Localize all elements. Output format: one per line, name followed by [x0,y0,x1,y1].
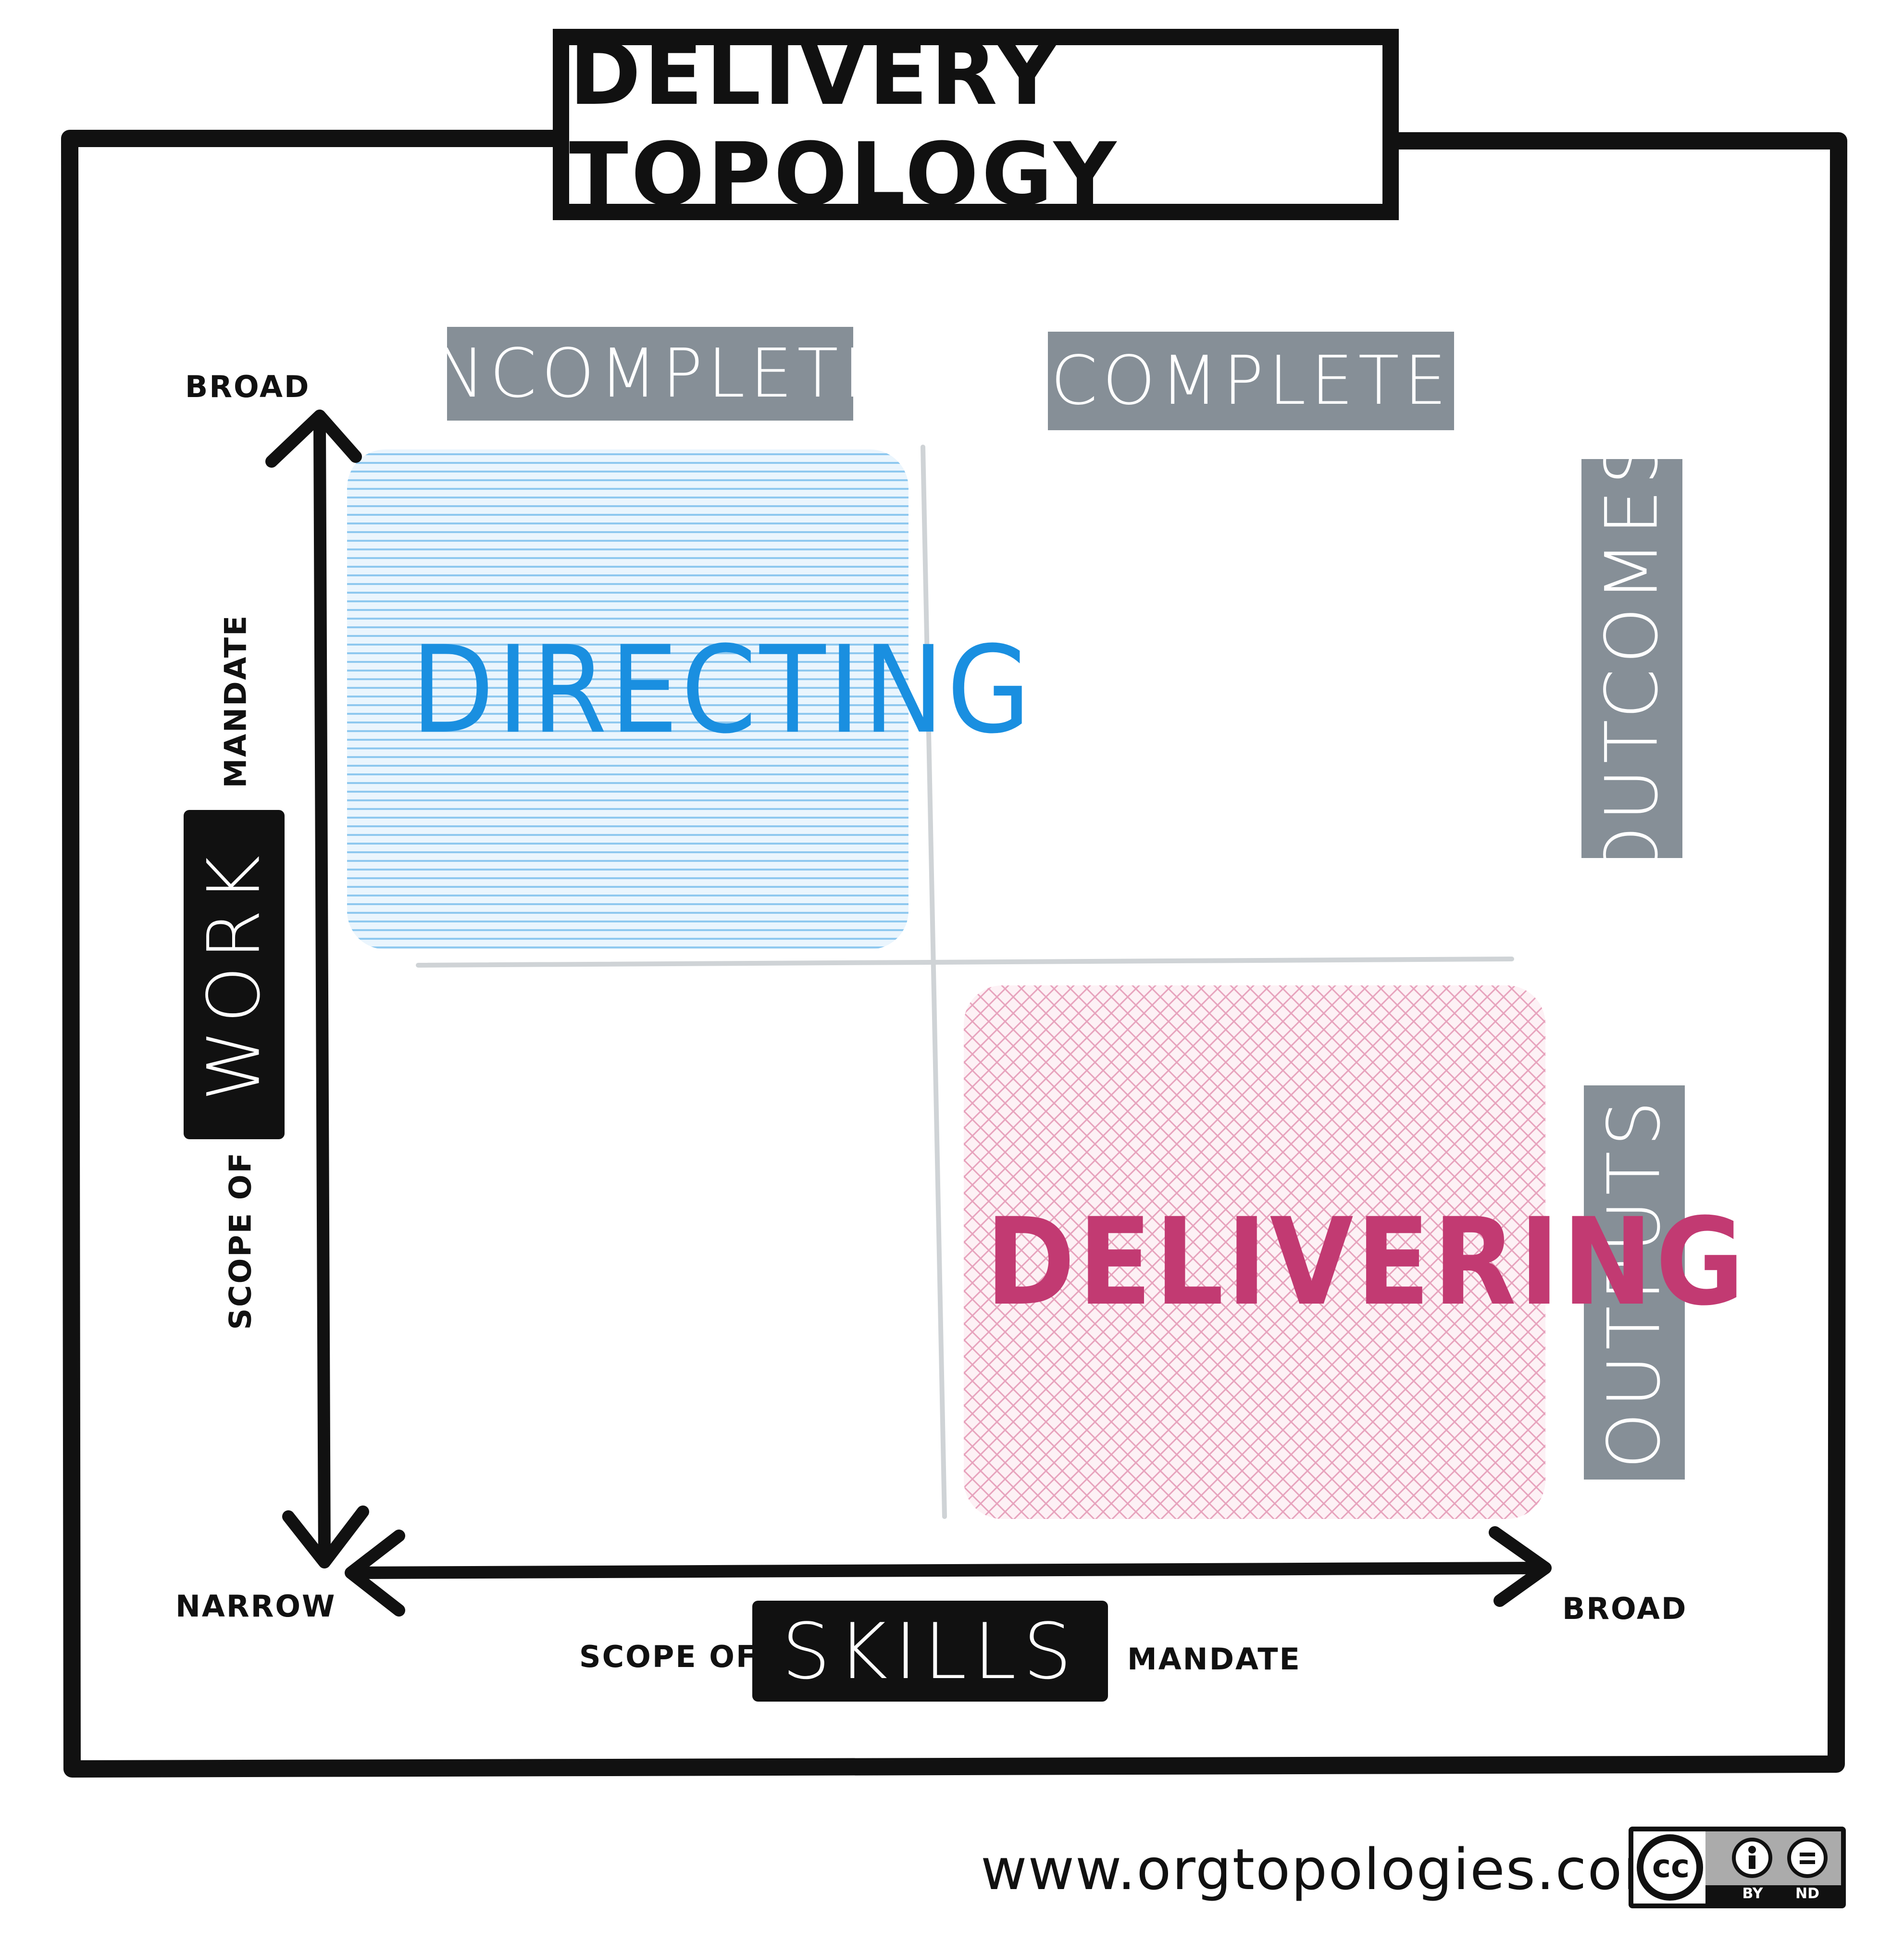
delivering-quadrant-fill [964,985,1545,1519]
row-tag-outcomes-label: OUTCOMES [1590,434,1674,883]
x-axis-line [347,1562,1549,1579]
cc-license-icon [1633,1831,1841,1904]
y-axis-highlight-label: WORK [192,848,276,1101]
x-axis-suffix-label: MANDATE [1127,1642,1301,1677]
y-axis-arrow-top-icon [265,410,362,468]
vertical-divider [921,445,947,1519]
y-axis-line [313,419,331,1566]
row-tag-outputs: OUTPUTS [1584,1085,1685,1480]
y-axis-prefix-label: SCOPE OF [223,1151,258,1330]
column-tag-incomplete-label: INCOMPLETE [410,335,891,413]
column-tag-incomplete: INCOMPLETE [410,327,885,421]
x-axis-arrow-left-icon [345,1530,405,1617]
directing-label: DIRECTING [411,620,1034,760]
footer-url-link[interactable]: www.orgtopologies.com [981,1836,1680,1903]
row-tag-outcomes: OUTCOMES [1581,435,1682,883]
y-axis-suffix-label: MANDATE [218,614,253,788]
y-axis-highlight-tag: WORK [184,810,285,1139]
directing-quadrant-fill [347,449,908,949]
column-tag-complete-label: COMPLETE [1050,342,1452,420]
y-axis-top-label: BROAD [185,369,311,404]
x-axis-right-label: BROAD [1562,1591,1688,1626]
y-axis-arrow-bottom-icon [282,1506,369,1568]
horizontal-divider [416,957,1514,968]
by-label: BY [1742,1885,1763,1902]
page-title: DELIVERY TOPOLOGY [569,24,1120,225]
delivering-label: DELIVERING [985,1192,1747,1332]
x-axis-arrow-right-icon [1489,1526,1552,1607]
column-tag-complete: COMPLETE [1048,332,1454,430]
title-box: DELIVERY TOPOLOGY [553,24,1399,225]
outer-frame [61,130,1847,1778]
cc-label: cc [1652,1848,1690,1885]
x-axis-highlight-tag: SKILLS [752,1601,1108,1702]
nd-label: ND [1795,1885,1819,1902]
x-axis-prefix-label: SCOPE OF [579,1639,758,1674]
x-axis-origin-label: NARROW [175,1589,336,1624]
cc-license-badge[interactable]: cc BY ND [1629,1827,1846,1908]
x-axis-highlight-label: SKILLS [782,1606,1079,1696]
